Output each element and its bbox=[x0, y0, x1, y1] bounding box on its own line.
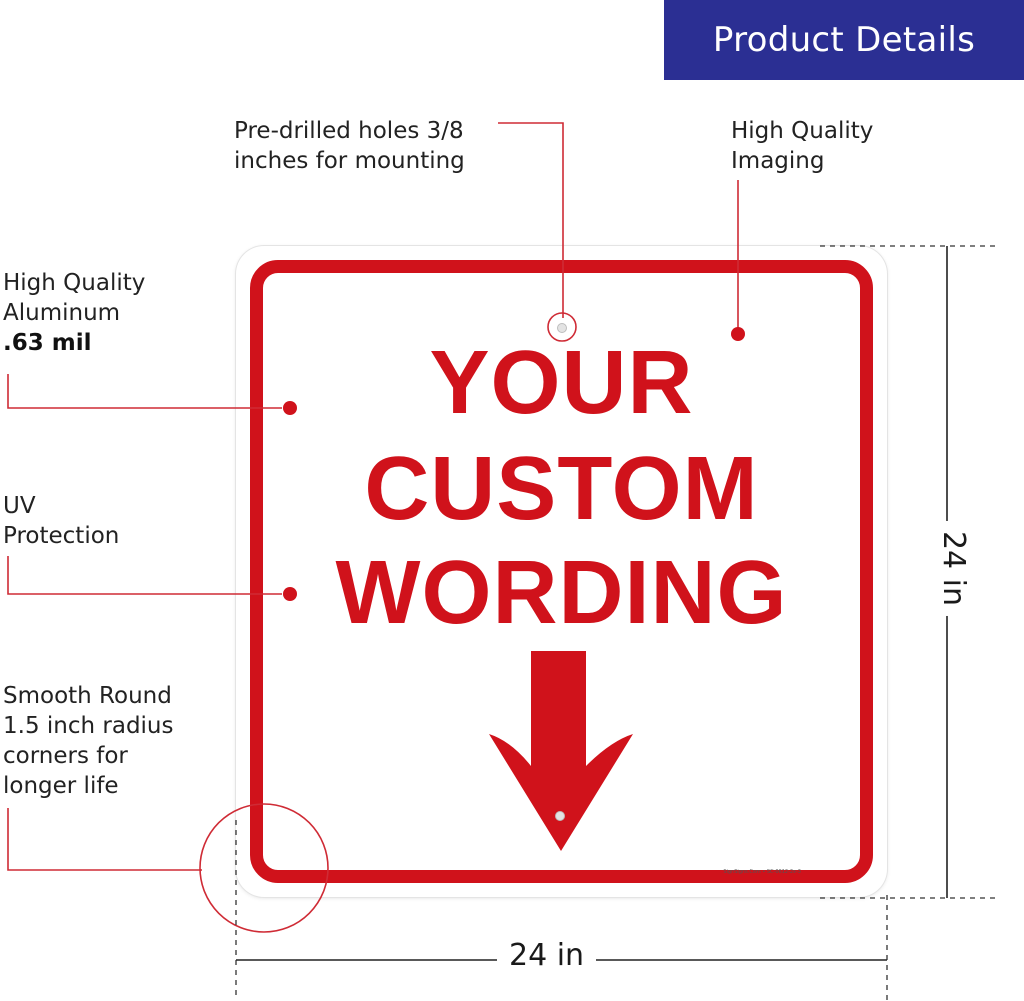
callout-text: Aluminum bbox=[3, 300, 121, 326]
callout-text: Pre-drilled holes 3/8 bbox=[234, 118, 464, 144]
callout-aluminum: High Quality Aluminum .63 mil bbox=[3, 268, 145, 358]
sign-fine-print: SignSigns.Com • SC-0612-2x-3 bbox=[723, 869, 801, 875]
callout-text: longer life bbox=[3, 773, 119, 799]
callout-text: Protection bbox=[3, 523, 120, 549]
callout-text: inches for mounting bbox=[234, 148, 465, 174]
dimension-width-label: 24 in bbox=[497, 938, 597, 973]
callout-text: UV bbox=[3, 493, 36, 519]
sign-image: YOUR CUSTOM WORDING SignSigns.Com • SC-0… bbox=[236, 246, 887, 897]
callout-uv-protection: UV Protection bbox=[3, 491, 119, 551]
callout-mounting-holes: Pre-drilled holes 3/8 inches for mountin… bbox=[234, 116, 465, 176]
callout-text: High Quality bbox=[3, 270, 146, 296]
callout-round-corners: Smooth Round 1.5 inch radius corners for… bbox=[3, 681, 174, 801]
banner-title: Product Details bbox=[712, 20, 976, 60]
sign-line-your: YOUR bbox=[429, 333, 694, 433]
leader-line-corners bbox=[7, 808, 202, 871]
callout-text: High Quality bbox=[731, 118, 874, 144]
callout-imaging: High Quality Imaging bbox=[731, 116, 873, 176]
callout-text: 1.5 inch radius bbox=[3, 713, 174, 739]
callout-thickness: .63 mil bbox=[3, 330, 92, 356]
mounting-hole-top bbox=[557, 323, 567, 333]
arrow-down-icon bbox=[489, 651, 633, 851]
callout-text: Imaging bbox=[731, 148, 825, 174]
sign-line-custom: CUSTOM bbox=[364, 439, 759, 539]
callout-text: Smooth Round bbox=[3, 683, 172, 709]
product-details-banner: Product Details bbox=[664, 0, 1024, 80]
sign-line-wording: WORDING bbox=[335, 543, 788, 643]
callout-text: corners for bbox=[3, 743, 128, 769]
dimension-height-label: 24 in bbox=[936, 520, 972, 617]
